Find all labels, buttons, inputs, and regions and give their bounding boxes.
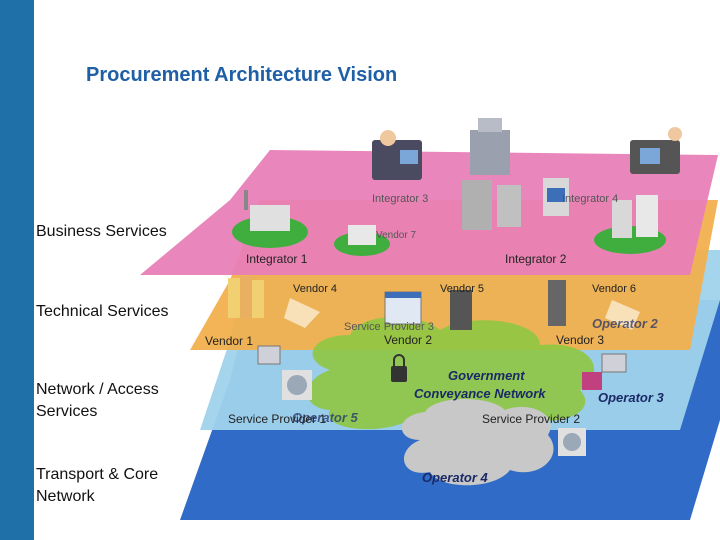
- government-network-label-line2: Conveyance Network: [414, 386, 546, 401]
- transport-label-line2: Network: [36, 488, 95, 505]
- vendor-4-label: Vendor 4: [293, 283, 337, 295]
- padlock-icon: [391, 354, 407, 382]
- vendor-7-label: Vendor 7: [376, 230, 416, 241]
- integrator-3-workstation-icon: [372, 130, 422, 180]
- integrator-2-label: Integrator 2: [505, 252, 567, 266]
- service-provider-3-server-icon: [450, 290, 472, 330]
- integrator-4-workstation-icon: [630, 127, 682, 174]
- integrator-3-label: Integrator 3: [372, 193, 428, 205]
- integrator-2-building-icon: [594, 195, 666, 254]
- operator-4-label: Operator 4: [422, 470, 489, 485]
- operator-2-label: Operator 2: [592, 316, 659, 331]
- operator-3-label: Operator 3: [598, 390, 665, 405]
- transport-core-network-label: Transport & Core Network: [36, 464, 158, 508]
- vendor-3-label: Vendor 3: [556, 333, 604, 347]
- network-label-line1: Network / Access: [36, 381, 159, 398]
- integrator-4-label: Integrator 4: [562, 193, 618, 205]
- technical-services-label: Technical Services: [36, 303, 169, 320]
- laptop-icon: [257, 345, 627, 390]
- vendor-6-label: Vendor 6: [592, 283, 636, 295]
- government-network-cloud: [307, 317, 595, 434]
- operator-4-cloud: [401, 398, 554, 486]
- integrator-1-label: Integrator 1: [246, 252, 308, 266]
- service-provider-2-label: Service Provider 2: [482, 412, 580, 426]
- mail-terminal-icon: [543, 178, 569, 216]
- integrator-1-building-icon: [232, 190, 308, 248]
- vendor-5-label: Vendor 5: [440, 283, 484, 295]
- server-cluster-icon: [462, 118, 521, 230]
- service-provider-3-label: Service Provider 3: [344, 321, 434, 333]
- vendor-3-server-icon: [548, 280, 566, 326]
- vendor-2-browser-icon: [384, 291, 422, 325]
- vendor-2-label: Vendor 2: [384, 333, 432, 347]
- network-label-line2: Services: [36, 403, 98, 420]
- globe-icon: [558, 428, 586, 456]
- business-services-label: Business Services: [36, 223, 167, 240]
- globe-icon: [282, 370, 312, 400]
- transport-label-line1: Transport & Core: [36, 466, 159, 483]
- government-network-label-line1: Government: [448, 368, 525, 383]
- service-provider-1-label: Service Provider 1: [228, 412, 326, 426]
- vendor-7-building-icon: [334, 225, 390, 256]
- page-title: Procurement Architecture Vision: [86, 64, 398, 86]
- vendor-1-books-icon: [228, 276, 264, 318]
- vendor-1-label: Vendor 1: [205, 334, 253, 348]
- operator-5-label: Operator 5: [292, 410, 359, 425]
- envelope-icon: [284, 298, 640, 330]
- network-access-services-label: Network / Access Services: [36, 379, 159, 423]
- left-accent-bar: [0, 0, 34, 540]
